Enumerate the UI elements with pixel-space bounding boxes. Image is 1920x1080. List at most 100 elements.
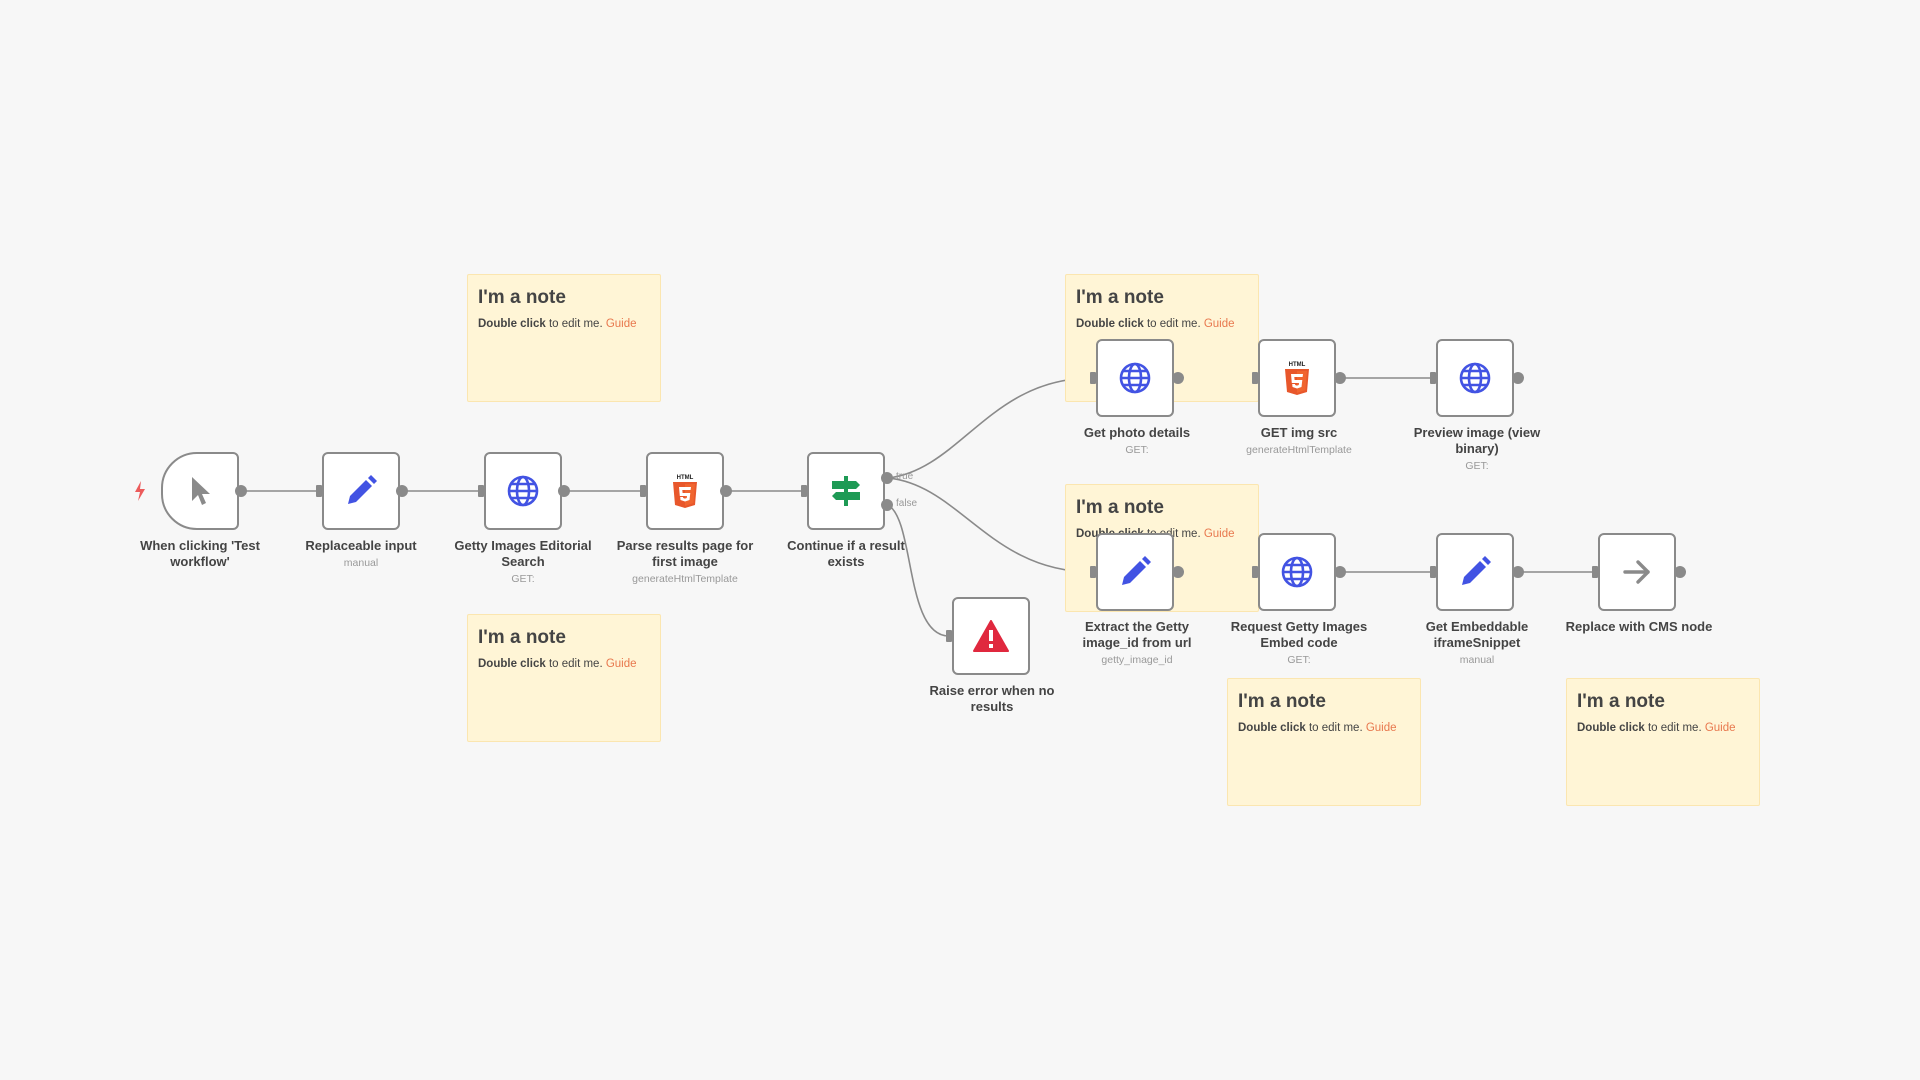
node-label: Extract the Getty image_id from url: [1082, 619, 1192, 650]
input-port[interactable]: [316, 485, 322, 497]
note-text: to edit me.: [1143, 318, 1204, 330]
node-get-iframe-snippet[interactable]: [1436, 533, 1514, 611]
note-text: to edit me.: [545, 658, 606, 670]
node-extract-getty-image-id[interactable]: [1096, 533, 1174, 611]
sticky-note[interactable]: I'm a note Double click to edit me. Guid…: [1566, 678, 1760, 806]
output-port[interactable]: [720, 485, 732, 497]
output-port[interactable]: [396, 485, 408, 497]
input-port[interactable]: [1252, 372, 1258, 384]
node-label: Preview image (view binary): [1413, 425, 1541, 456]
node-subtitle: GET:: [1125, 444, 1149, 456]
svg-text:HTML: HTML: [1289, 362, 1306, 368]
sticky-note[interactable]: I'm a note Double click to edit me. Guid…: [1227, 678, 1421, 806]
note-bold-text: Double click: [478, 658, 546, 670]
output-port-true[interactable]: [881, 472, 893, 484]
globe-icon: [1458, 361, 1492, 395]
signpost-icon: [829, 474, 863, 508]
note-bold-text: Double click: [1238, 722, 1306, 734]
note-title: I'm a note: [1076, 497, 1164, 518]
sticky-note[interactable]: I'm a note Double click to edit me. Guid…: [467, 274, 661, 402]
output-port[interactable]: [1512, 372, 1524, 384]
node-label: Get Embeddable iframeSnippet: [1425, 619, 1529, 650]
output-port[interactable]: [1172, 372, 1184, 384]
node-replace-with-cms[interactable]: [1598, 533, 1676, 611]
input-port[interactable]: [1090, 372, 1096, 384]
note-body: Double click to edit me. Guide: [1577, 722, 1749, 734]
note-bold-text: Double click: [478, 318, 546, 330]
note-text: to edit me.: [1305, 722, 1366, 734]
output-port[interactable]: [1512, 566, 1524, 578]
input-port[interactable]: [1252, 566, 1258, 578]
output-port[interactable]: [1172, 566, 1184, 578]
note-text: to edit me.: [545, 318, 606, 330]
node-label: Request Getty Images Embed code: [1230, 619, 1368, 650]
output-port[interactable]: [235, 485, 247, 497]
note-guide-link[interactable]: Guide: [605, 658, 637, 670]
note-guide-link[interactable]: Guide: [1704, 722, 1736, 734]
output-port-false[interactable]: [881, 499, 893, 511]
connection-if-true-to-extract-id: [887, 477, 1093, 573]
input-port[interactable]: [640, 485, 646, 497]
node-subtitle: generateHtmlTemplate: [1246, 444, 1352, 456]
node-label: Parse results page for first image: [616, 538, 754, 569]
node-continue-if-result[interactable]: [807, 452, 885, 530]
node-get-photo-details[interactable]: [1096, 339, 1174, 417]
node-request-embed-code[interactable]: [1258, 533, 1336, 611]
node-subtitle: manual: [1459, 654, 1495, 666]
node-label: Replaceable input: [305, 538, 417, 553]
node-subtitle: GET:: [1465, 460, 1489, 472]
input-port[interactable]: [1430, 566, 1436, 578]
input-port[interactable]: [478, 485, 484, 497]
output-port[interactable]: [558, 485, 570, 497]
note-title: I'm a note: [1238, 691, 1326, 712]
node-subtitle: generateHtmlTemplate: [632, 573, 738, 585]
html5-icon: HTML: [670, 473, 700, 509]
node-label: Get photo details: [1083, 425, 1191, 440]
pencil-icon: [344, 474, 378, 508]
node-subtitle: manual: [343, 557, 379, 569]
input-port[interactable]: [801, 485, 807, 497]
warning-icon: [973, 620, 1009, 652]
note-title: I'm a note: [478, 627, 566, 648]
node-getty-editorial-search[interactable]: [484, 452, 562, 530]
node-parse-results-page[interactable]: HTML: [646, 452, 724, 530]
trigger-bolt-icon: [135, 481, 145, 501]
note-guide-link[interactable]: Guide: [1365, 722, 1397, 734]
node-label: Continue if a result exists: [787, 538, 905, 569]
node-preview-image[interactable]: [1436, 339, 1514, 417]
output-port[interactable]: [1334, 372, 1346, 384]
note-body: Double click to edit me. Guide: [478, 658, 650, 670]
pencil-icon: [1458, 555, 1492, 589]
input-port[interactable]: [1592, 566, 1598, 578]
branch-label-false: false: [896, 498, 918, 509]
input-port[interactable]: [946, 630, 952, 642]
node-label: GET img src: [1260, 425, 1338, 440]
node-raise-error[interactable]: [952, 597, 1030, 675]
globe-icon: [1118, 361, 1152, 395]
node-subtitle: getty_image_id: [1101, 654, 1173, 666]
node-get-img-src[interactable]: HTML: [1258, 339, 1336, 417]
note-guide-link[interactable]: Guide: [605, 318, 637, 330]
output-port[interactable]: [1334, 566, 1346, 578]
input-port[interactable]: [1430, 372, 1436, 384]
node-manual-trigger[interactable]: [161, 452, 239, 530]
sticky-note[interactable]: I'm a note Double click to edit me. Guid…: [467, 614, 661, 742]
node-subtitle: GET:: [511, 573, 535, 585]
input-port[interactable]: [1090, 566, 1096, 578]
globe-icon: [506, 474, 540, 508]
svg-text:HTML: HTML: [677, 475, 694, 481]
note-guide-link[interactable]: Guide: [1203, 318, 1235, 330]
arrow-right-icon: [1620, 555, 1654, 589]
html5-icon: HTML: [1282, 360, 1312, 396]
note-bold-text: Double click: [1577, 722, 1645, 734]
output-port[interactable]: [1674, 566, 1686, 578]
note-title: I'm a note: [1577, 691, 1665, 712]
globe-icon: [1280, 555, 1314, 589]
note-guide-link[interactable]: Guide: [1203, 528, 1235, 540]
node-label: When clicking 'Test workflow': [140, 538, 260, 569]
node-subtitle: GET:: [1287, 654, 1311, 666]
note-title: I'm a note: [1076, 287, 1164, 308]
node-replaceable-input[interactable]: [322, 452, 400, 530]
